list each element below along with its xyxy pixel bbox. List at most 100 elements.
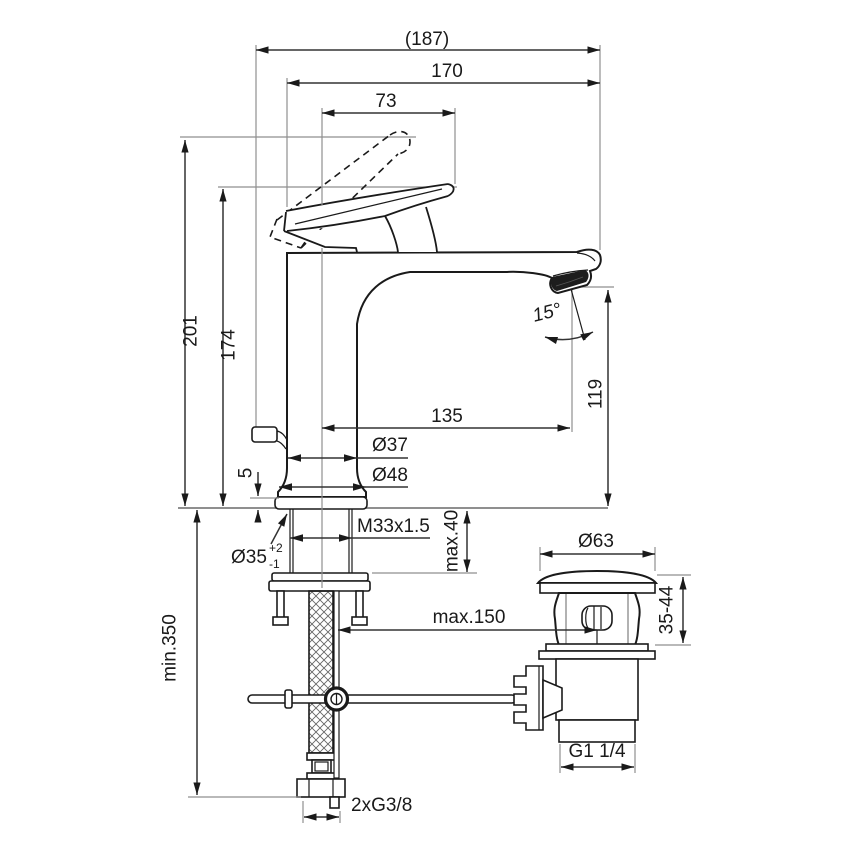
handle-inner-line <box>294 188 443 225</box>
waste-tailpiece <box>558 719 636 743</box>
dim-spout-reach-total: 170 <box>287 61 600 87</box>
body-outline <box>277 248 602 498</box>
waste-mid-flange <box>545 643 649 652</box>
handle-under-edge <box>286 195 449 232</box>
waste-knurled-nut <box>513 665 544 731</box>
handle-base-bottom <box>283 230 358 253</box>
dim-d35-tol-minus: -1 <box>269 557 280 571</box>
dim-waste-thread: G1 1/4 <box>561 741 634 771</box>
dim-119-label: 119 <box>586 379 607 409</box>
dim-body-thread: M33x1.5 <box>290 516 430 542</box>
base-plate <box>274 496 368 510</box>
dim-max40-label: max.40 <box>442 510 463 572</box>
stud-right-foot <box>351 616 368 626</box>
dim-max150-label: max.150 <box>433 607 506 628</box>
dim-3544-label: 35-44 <box>657 585 678 634</box>
dim-min350-label: min.350 <box>160 614 181 682</box>
dim-d48-label: Ø48 <box>372 465 408 486</box>
open-handle-base <box>268 218 302 249</box>
dim-body-diameter: Ø37 <box>288 435 408 462</box>
waste-rod-cone <box>542 678 563 720</box>
dim-d37-label: Ø37 <box>372 435 408 456</box>
lift-rod <box>247 686 517 712</box>
handle-top-edge <box>285 183 449 212</box>
open-handle-tip <box>389 130 411 155</box>
dim-m33-label: M33x1.5 <box>357 516 430 537</box>
stud-left <box>276 590 285 619</box>
handle-neck-right <box>425 206 438 253</box>
aerator <box>550 270 589 291</box>
pop-up-knob <box>251 426 288 450</box>
mounting-washer <box>271 572 369 582</box>
dim-base-diameter: Ø48 <box>279 465 408 491</box>
extension-lines-2 <box>188 497 691 823</box>
dim-d63-label: Ø63 <box>578 531 614 552</box>
dim-5-label: 5 <box>236 468 257 479</box>
dim-hole-diameter: Ø35 +2 -1 <box>231 513 288 571</box>
dim-spout-reach: 135 <box>322 406 570 432</box>
dim-73-label: 73 <box>375 91 396 112</box>
hose-braid <box>308 590 334 754</box>
hose-collar <box>306 772 336 780</box>
supply-hose <box>296 590 346 809</box>
stud-right <box>355 590 364 619</box>
waste-lever-detail <box>593 606 602 630</box>
dim-170-label: 170 <box>431 61 463 82</box>
lift-rod-collar <box>284 689 293 709</box>
waste-flange-band <box>539 582 656 594</box>
dim-overall-depth-label: (187) <box>405 29 449 50</box>
dim-height-open: 201 <box>181 140 202 506</box>
waste-lower-body <box>555 658 639 721</box>
dim-spout-angle: 15° <box>531 288 594 344</box>
mounting-nut-plate <box>268 580 371 592</box>
dimensions: (187) 170 73 201 174 15° 135 <box>160 29 687 821</box>
dim-min-hose-length: min.350 <box>160 510 201 795</box>
handle-open-position <box>268 130 411 249</box>
waste-flange-dome <box>535 569 659 584</box>
dim-174-label: 174 <box>219 329 240 361</box>
dim-15deg-label: 15° <box>531 299 564 326</box>
open-handle-lower-edge <box>300 153 399 249</box>
dim-g38-label: 2xG3/8 <box>351 795 412 816</box>
dim-g114-label: G1 1/4 <box>568 741 625 762</box>
dim-d35-label: Ø35 <box>231 547 267 568</box>
faucet <box>247 130 602 809</box>
knob-neck <box>276 430 288 450</box>
hose-hex-nut <box>296 778 346 798</box>
dim-max-rod-reach: max.150 <box>338 607 597 634</box>
knob <box>251 426 278 443</box>
extension-lines <box>180 45 614 432</box>
aerator-shade <box>555 276 584 287</box>
dim-max-deck-thickness: max.40 <box>442 510 471 572</box>
handle-closed-position <box>283 183 455 253</box>
spout-tip-detail <box>576 252 596 262</box>
hose-neck-detail <box>314 761 329 772</box>
hose-pin <box>329 796 340 809</box>
hex-nut-facets <box>308 779 334 797</box>
dim-handle-projection: 73 <box>322 91 455 117</box>
waste-mid-band <box>538 650 656 660</box>
shank-thread-lines <box>289 509 353 573</box>
dim-outlet-height: 119 <box>586 290 612 506</box>
dim-waste-height-range: 35-44 <box>657 577 687 643</box>
dim-supply-thread: 2xG3/8 <box>304 795 412 821</box>
mounting-hardware <box>268 572 371 626</box>
mounting-shank <box>289 509 353 573</box>
dim-waste-flange-diameter: Ø63 <box>540 531 655 558</box>
dim-height-closed: 174 <box>219 189 240 506</box>
dim-135-label: 135 <box>431 406 463 427</box>
handle-tip <box>447 183 455 197</box>
handle-neck-left <box>384 215 399 253</box>
drain-assembly <box>513 569 659 743</box>
dim-d35-tol-plus: +2 <box>269 541 283 555</box>
waste-body-shading <box>565 594 629 644</box>
stud-left-foot <box>272 616 289 626</box>
faucet-body <box>277 248 602 498</box>
dim-plate-height: 5 <box>236 468 262 523</box>
hose-ferrule <box>306 752 336 761</box>
dim-201-label: 201 <box>181 315 202 347</box>
pull-rod <box>333 590 340 779</box>
handle-back-face <box>283 211 287 232</box>
